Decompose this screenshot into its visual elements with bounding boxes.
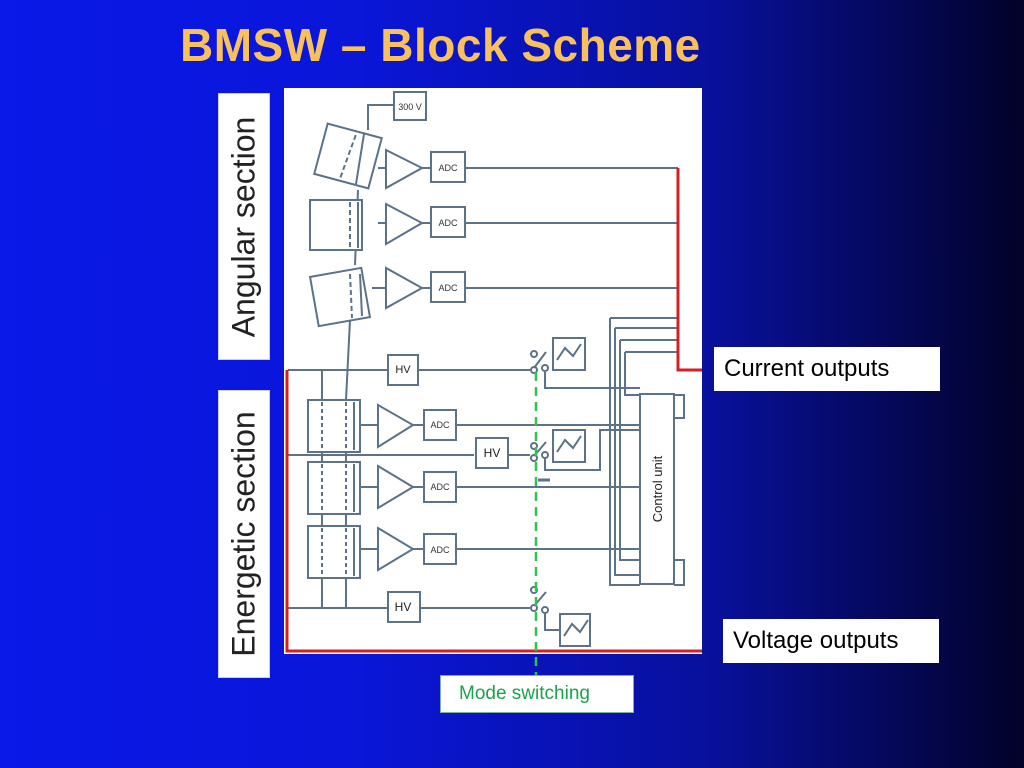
amplifier-icon xyxy=(377,403,415,449)
energetic-detectors xyxy=(307,399,361,579)
mode-switches xyxy=(530,350,550,614)
amplifier-icon xyxy=(377,464,415,510)
hv-label: HV xyxy=(395,364,411,376)
amplifier-icon xyxy=(377,526,415,572)
amplifier-icon xyxy=(385,202,425,246)
control-unit-label: Control unit xyxy=(650,455,665,522)
signal-boxes xyxy=(552,337,591,647)
adc-label: ADC xyxy=(430,482,450,492)
angular-amplifiers xyxy=(385,148,425,310)
hv-boxes: HV HV HV xyxy=(387,354,509,623)
adc-label: ADC xyxy=(430,420,450,430)
angular-detector-3 xyxy=(308,266,372,328)
angular-detector-2 xyxy=(309,199,363,251)
adc-label: ADC xyxy=(438,218,458,228)
hv300-box xyxy=(393,91,427,121)
energetic-section-box: Energetic section xyxy=(218,390,270,678)
angular-detectors xyxy=(308,122,383,328)
voltage-outputs-callout: Voltage outputs xyxy=(723,619,939,663)
voltage-output-line xyxy=(285,370,702,653)
hv-label: HV xyxy=(484,446,501,460)
current-output-line xyxy=(676,168,702,372)
energetic-detector-3 xyxy=(307,525,361,579)
control-unit-box xyxy=(639,393,675,585)
angular-adcs: ADC ADC ADC xyxy=(430,151,466,303)
slide-title: BMSW – Block Scheme xyxy=(180,19,701,71)
energetic-detector-1 xyxy=(307,399,361,453)
energetic-adcs: ADC ADC ADC xyxy=(423,409,457,565)
angular-detector-1 xyxy=(313,122,383,190)
energetic-detector-2 xyxy=(307,461,361,515)
hv300-wire xyxy=(367,104,394,130)
hv-label: HV xyxy=(395,600,412,614)
amplifier-icon xyxy=(385,148,425,190)
adc-label: ADC xyxy=(438,283,458,293)
amplifier-icon xyxy=(385,266,425,310)
mode-switching-label: Mode switching xyxy=(440,675,634,713)
output-lines xyxy=(285,168,702,653)
adc-label: ADC xyxy=(430,545,450,555)
current-outputs-callout: Current outputs xyxy=(714,347,940,391)
hv300-label: 300 V xyxy=(398,102,422,112)
angular-section-box: Angular section xyxy=(218,93,270,360)
adc-label: ADC xyxy=(438,163,458,173)
energetic-amplifiers xyxy=(377,403,415,572)
